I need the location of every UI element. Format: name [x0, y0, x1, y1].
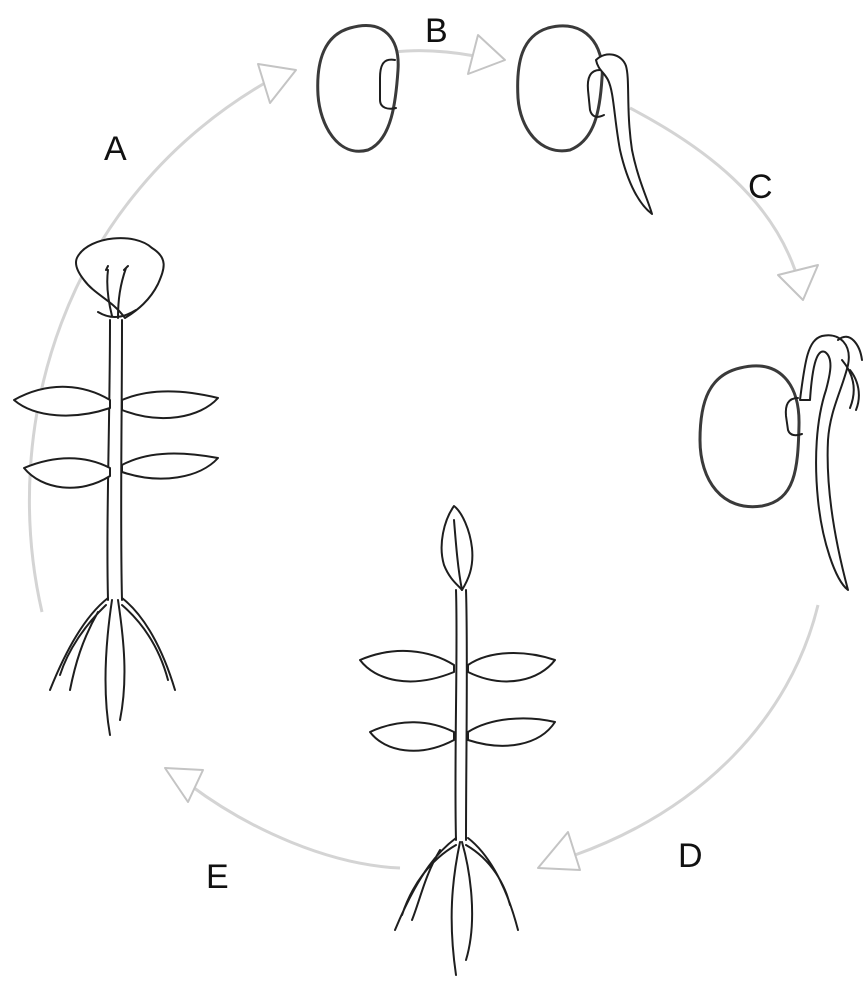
arrow-head-b — [468, 35, 505, 74]
arrow-head-e — [165, 768, 203, 802]
stage-label-c: C — [748, 168, 773, 206]
arrow-arc-b — [395, 51, 475, 56]
arrow-arc-e — [190, 785, 400, 868]
seed-illustration — [318, 26, 398, 152]
flowering-plant-illustration — [14, 238, 218, 735]
stage-label-d: D — [678, 837, 703, 875]
seedling-illustration — [700, 335, 862, 590]
arrow-head-d — [538, 832, 580, 870]
young-plant-illustration — [360, 506, 555, 975]
arrow-arc-d — [575, 605, 818, 855]
arrow-head-a — [258, 64, 296, 103]
arrow-arc-a — [29, 80, 270, 612]
stage-label-b: B — [425, 12, 448, 50]
arrow-head-c — [778, 265, 818, 300]
stage-label-a: A — [104, 130, 127, 168]
stage-labels: A B C D E — [104, 12, 773, 896]
stage-label-e: E — [206, 858, 229, 896]
germinating-seed-illustration — [518, 26, 652, 214]
